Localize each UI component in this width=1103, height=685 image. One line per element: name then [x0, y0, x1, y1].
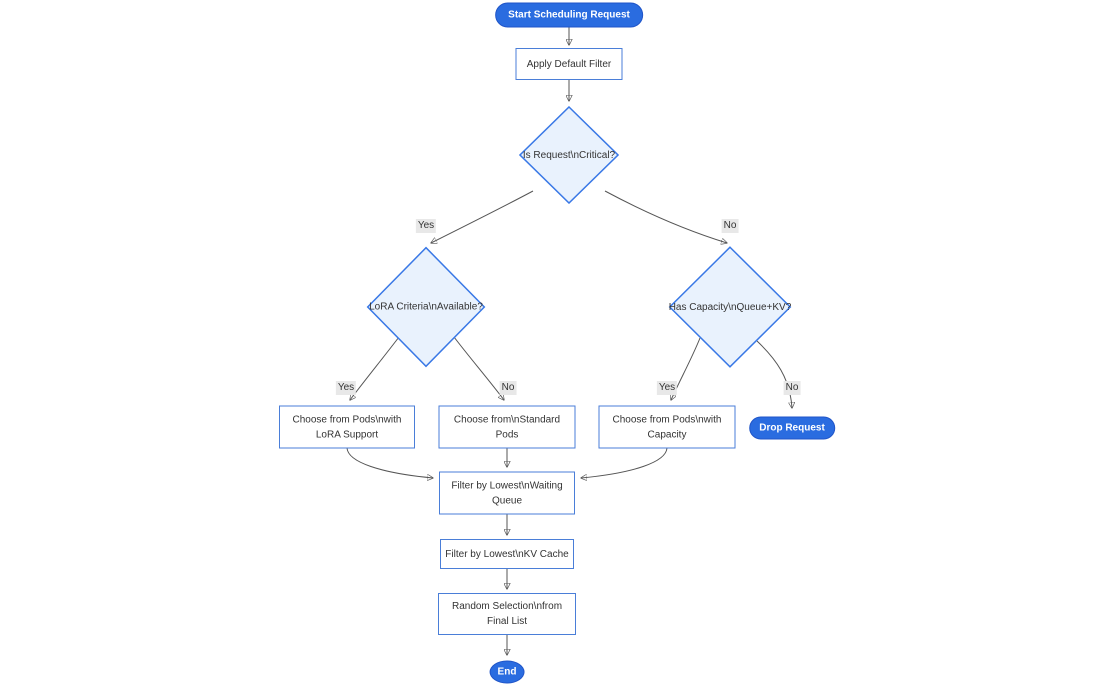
edge-choosecap-to-filterqueue [581, 447, 668, 478]
diamond-shape [669, 246, 792, 368]
edge-label-capacity-yes: Yes [656, 381, 678, 395]
edge-chooselora-to-filterqueue [346, 447, 433, 478]
edge-label-critical-no: No [721, 219, 739, 233]
node-filter-lowest-waiting-queue-line1: Filter by Lowest\nWaiting [451, 480, 563, 491]
node-start: Start Scheduling Request [495, 2, 643, 28]
edge-label-lora-no: No [499, 381, 517, 395]
node-apply-default-filter: Apply Default Filter [515, 48, 623, 80]
node-filter-lowest-kv-cache-label: Filter by Lowest\nKV Cache [445, 548, 569, 560]
node-end: End [489, 660, 525, 684]
node-choose-standard-pods: Choose from\nStandard Pods [438, 405, 576, 449]
edge-capacity-no-to-drop [756, 340, 792, 408]
edge-label-capacity-no: No [783, 381, 801, 395]
node-choose-standard-pods-line2: Pods [495, 429, 519, 440]
node-choose-pods-lora-support-line2: LoRA Support [315, 429, 379, 440]
node-lora-criteria-available-label: LoRA Criteria\nAvailable? [369, 301, 483, 313]
node-drop-request: Drop Request [749, 416, 835, 440]
diamond-shape [367, 247, 486, 368]
node-choose-pods-capacity-line2: Capacity [647, 429, 687, 440]
node-has-capacity-queue-kv: Has Capacity\nQueue+KV? [669, 246, 792, 368]
node-choose-pods-lora-support-line1: Choose from Pods\nwith [292, 414, 402, 425]
node-filter-lowest-kv-cache: Filter by Lowest\nKV Cache [440, 539, 574, 569]
node-choose-pods-capacity-line1: Choose from Pods\nwith [612, 414, 722, 425]
node-choose-standard-pods-line1: Choose from\nStandard [453, 414, 561, 425]
node-choose-pods-capacity: Choose from Pods\nwith Capacity [598, 405, 736, 449]
node-lora-criteria-available: LoRA Criteria\nAvailable? [367, 247, 486, 368]
node-choose-pods-lora-support: Choose from Pods\nwith LoRA Support [279, 405, 415, 449]
edge-label-lora-yes: Yes [335, 381, 357, 395]
edge-critical-yes-to-lora [431, 190, 534, 243]
edge-label-critical-yes: Yes [415, 219, 437, 233]
node-random-selection-final-list: Random Selection\nfrom Final List [438, 593, 576, 635]
node-apply-default-filter-label: Apply Default Filter [526, 58, 612, 70]
node-filter-lowest-waiting-queue-line2: Queue [491, 495, 523, 506]
diamond-shape [519, 106, 619, 204]
node-filter-lowest-waiting-queue: Filter by Lowest\nWaiting Queue [439, 471, 575, 515]
node-random-selection-final-list-line1: Random Selection\nfrom [451, 601, 563, 612]
node-is-request-critical: Is Request\nCritical? [519, 106, 619, 204]
node-is-request-critical-label: Is Request\nCritical? [522, 149, 616, 161]
node-has-capacity-queue-kv-label: Has Capacity\nQueue+KV? [668, 301, 792, 313]
edge-critical-no-to-capacity [604, 190, 727, 243]
node-random-selection-final-list-line2: Final List [486, 616, 527, 627]
